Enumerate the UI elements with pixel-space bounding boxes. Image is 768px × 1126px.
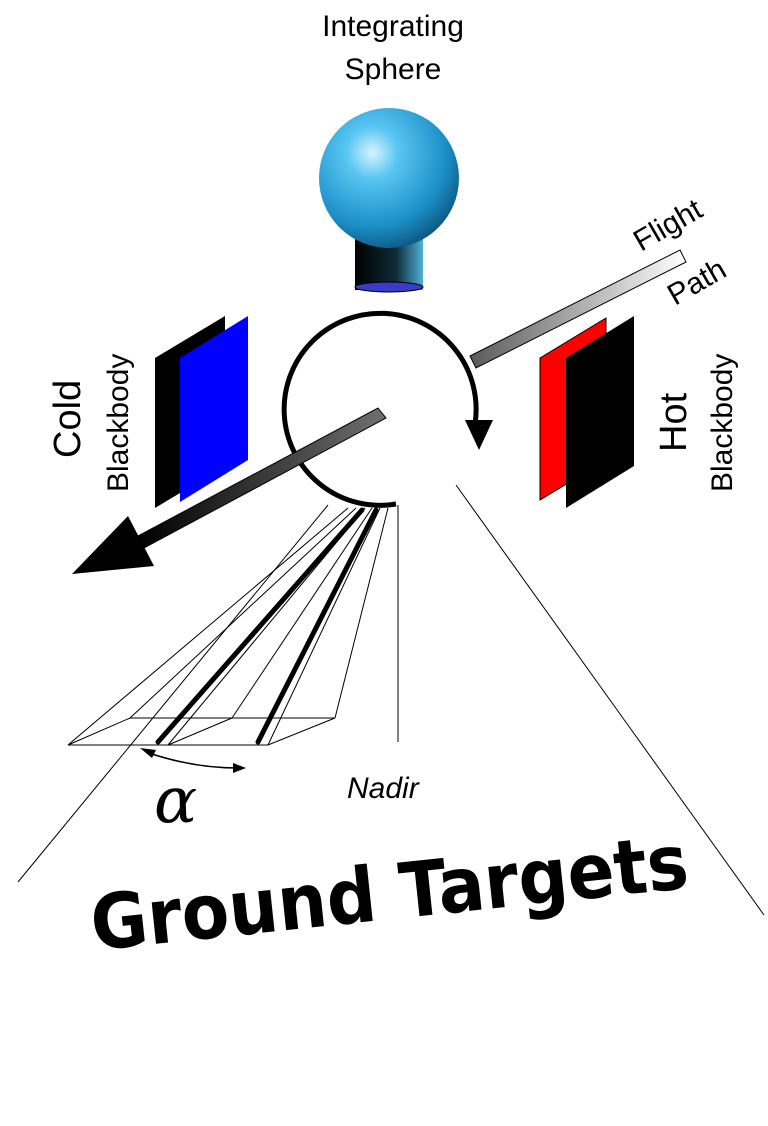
integrating-sphere-label-line2: Sphere [345,53,442,86]
cold-label: Cold [47,380,89,458]
nadir-label: Nadir [347,772,420,805]
ground-targets-label: Ground Targets [86,817,692,968]
flight-path-bar [469,249,687,369]
flight-label: Flight [628,192,709,258]
forward-arrow [72,407,387,574]
alpha-label: α [154,764,197,838]
integrating-sphere-label-line1: Integrating [322,10,464,43]
alpha-angle-arrow [140,748,246,773]
field-of-regard-lines [17,484,765,916]
hot-label: Hot [653,392,695,452]
hot-blackbody-label: Blackbody [706,354,739,492]
integrating-sphere [319,108,459,293]
scan-beam-lines [155,507,379,745]
cold-blackbody-panel [155,316,248,508]
scan-rotation-arrow [281,310,493,508]
hot-blackbody-panel [539,316,634,508]
cold-panel-face [180,316,248,502]
ground-footprint-box [67,717,336,746]
cold-blackbody-label: Blackbody [102,354,135,492]
